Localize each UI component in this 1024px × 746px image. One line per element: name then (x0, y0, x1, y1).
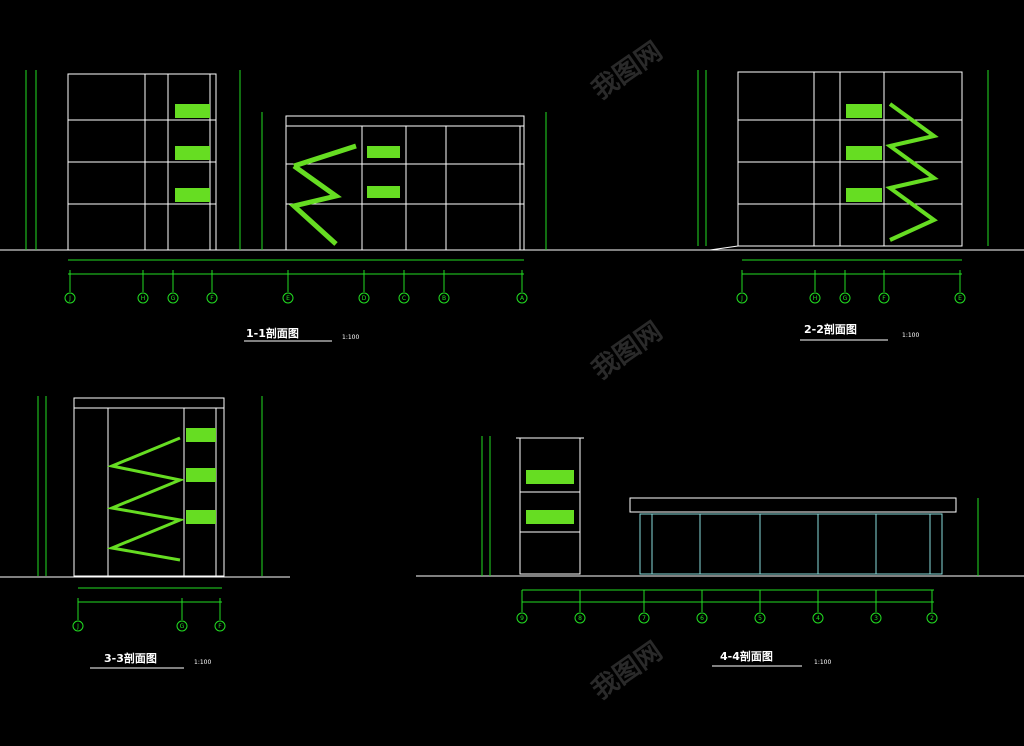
axis-label: 5 (758, 615, 762, 622)
axis-bubble (878, 292, 890, 304)
building-outline-right (285, 115, 525, 251)
svg-text:我图网: 我图网 (587, 636, 668, 705)
axis-bubble (64, 292, 76, 304)
axis-bubble (167, 292, 179, 304)
axis-bubble (206, 292, 218, 304)
axis-bubble (398, 292, 410, 304)
axis-label: H (813, 295, 818, 302)
stair-flight (106, 436, 186, 562)
section-scale-1-1: 1:100 (342, 334, 359, 341)
stair-tower-outline (519, 437, 581, 575)
axis-label: F (210, 295, 214, 302)
axis-label: J (76, 623, 79, 630)
axis-label: H (141, 295, 146, 302)
axis-label: J (740, 295, 743, 302)
section-title-2-2: 2-2剖面图 (804, 322, 857, 336)
stair-landing (846, 104, 882, 118)
axis-bubble (516, 612, 528, 624)
axis-bubble (638, 612, 650, 624)
axis-bubble (696, 612, 708, 624)
section-title-3-3: 3-3剖面图 (104, 651, 157, 665)
axis-label: E (958, 295, 962, 302)
stair-landing (526, 470, 574, 484)
axis-label: J (68, 295, 71, 302)
axis-label: F (882, 295, 886, 302)
axis-label: 4 (816, 615, 820, 622)
axis-label: G (843, 295, 848, 302)
stair-flight (885, 102, 939, 242)
stair-landing (367, 146, 400, 158)
svg-text:我图网: 我图网 (587, 316, 668, 385)
axis-bubble (176, 620, 188, 632)
stair-landing (186, 428, 216, 442)
axis-bubble (516, 292, 528, 304)
stair-landing (367, 186, 400, 198)
axis-label: E (286, 295, 290, 302)
axis-label: F (218, 623, 222, 630)
section-title-4-4: 4-4剖面图 (720, 649, 773, 663)
stair-landing (175, 146, 210, 160)
axis-label: 9 (520, 615, 524, 622)
watermark: 我图网 我图网 我图网 (587, 36, 668, 705)
axis-label: 7 (642, 615, 646, 622)
axis-label: 8 (578, 615, 582, 622)
stair-landing (526, 510, 574, 524)
axis-bubble (72, 620, 84, 632)
stair-landing (175, 104, 210, 118)
stair-landing (186, 468, 216, 482)
section-1-1 (0, 70, 1024, 275)
axis-bubble (438, 292, 450, 304)
axis-label: C (402, 295, 406, 302)
stair-landing (186, 510, 216, 524)
axis-bubble (137, 292, 149, 304)
axis-bubble (754, 612, 766, 624)
building-outline (737, 71, 963, 247)
axis-label: A (520, 295, 525, 302)
stair-landing (175, 188, 210, 202)
axis-bubble (926, 612, 938, 624)
axis-label: G (171, 295, 176, 302)
axis-bubble (282, 292, 294, 304)
axis-label: 2 (930, 615, 934, 622)
section-scale-4-4: 1:100 (814, 659, 831, 666)
section-4-4 (416, 436, 1024, 603)
axis-label: D (362, 295, 367, 302)
axis-label: B (442, 295, 446, 302)
axis-bubble (809, 292, 821, 304)
section-scale-3-3: 1:100 (194, 659, 211, 666)
axis-row-4-4: 9 8 7 6 5 4 3 2 (516, 590, 938, 624)
section-3-3 (0, 396, 290, 603)
stair-landing (846, 146, 882, 160)
axis-label: 3 (874, 615, 878, 622)
svg-text:我图网: 我图网 (587, 36, 668, 105)
axis-bubble (358, 292, 370, 304)
glass-curtain-wall (639, 513, 943, 575)
section-title-1-1: 1-1剖面图 (246, 326, 299, 340)
section-scale-2-2: 1:100 (902, 332, 919, 339)
axis-bubble (839, 292, 851, 304)
axis-label: G (180, 623, 185, 630)
axis-bubble (954, 292, 966, 304)
axis-label: 6 (700, 615, 704, 622)
axis-bubble (812, 612, 824, 624)
axis-bubble (214, 620, 226, 632)
stair-landing (846, 188, 882, 202)
stair-flight (293, 143, 357, 169)
axis-bubble (870, 612, 882, 624)
canopy-roof (629, 497, 957, 513)
axis-bubble (736, 292, 748, 304)
building-outline (73, 397, 225, 577)
stair-flight (288, 163, 342, 246)
section-2-2 (697, 70, 989, 275)
axis-bubble (574, 612, 586, 624)
